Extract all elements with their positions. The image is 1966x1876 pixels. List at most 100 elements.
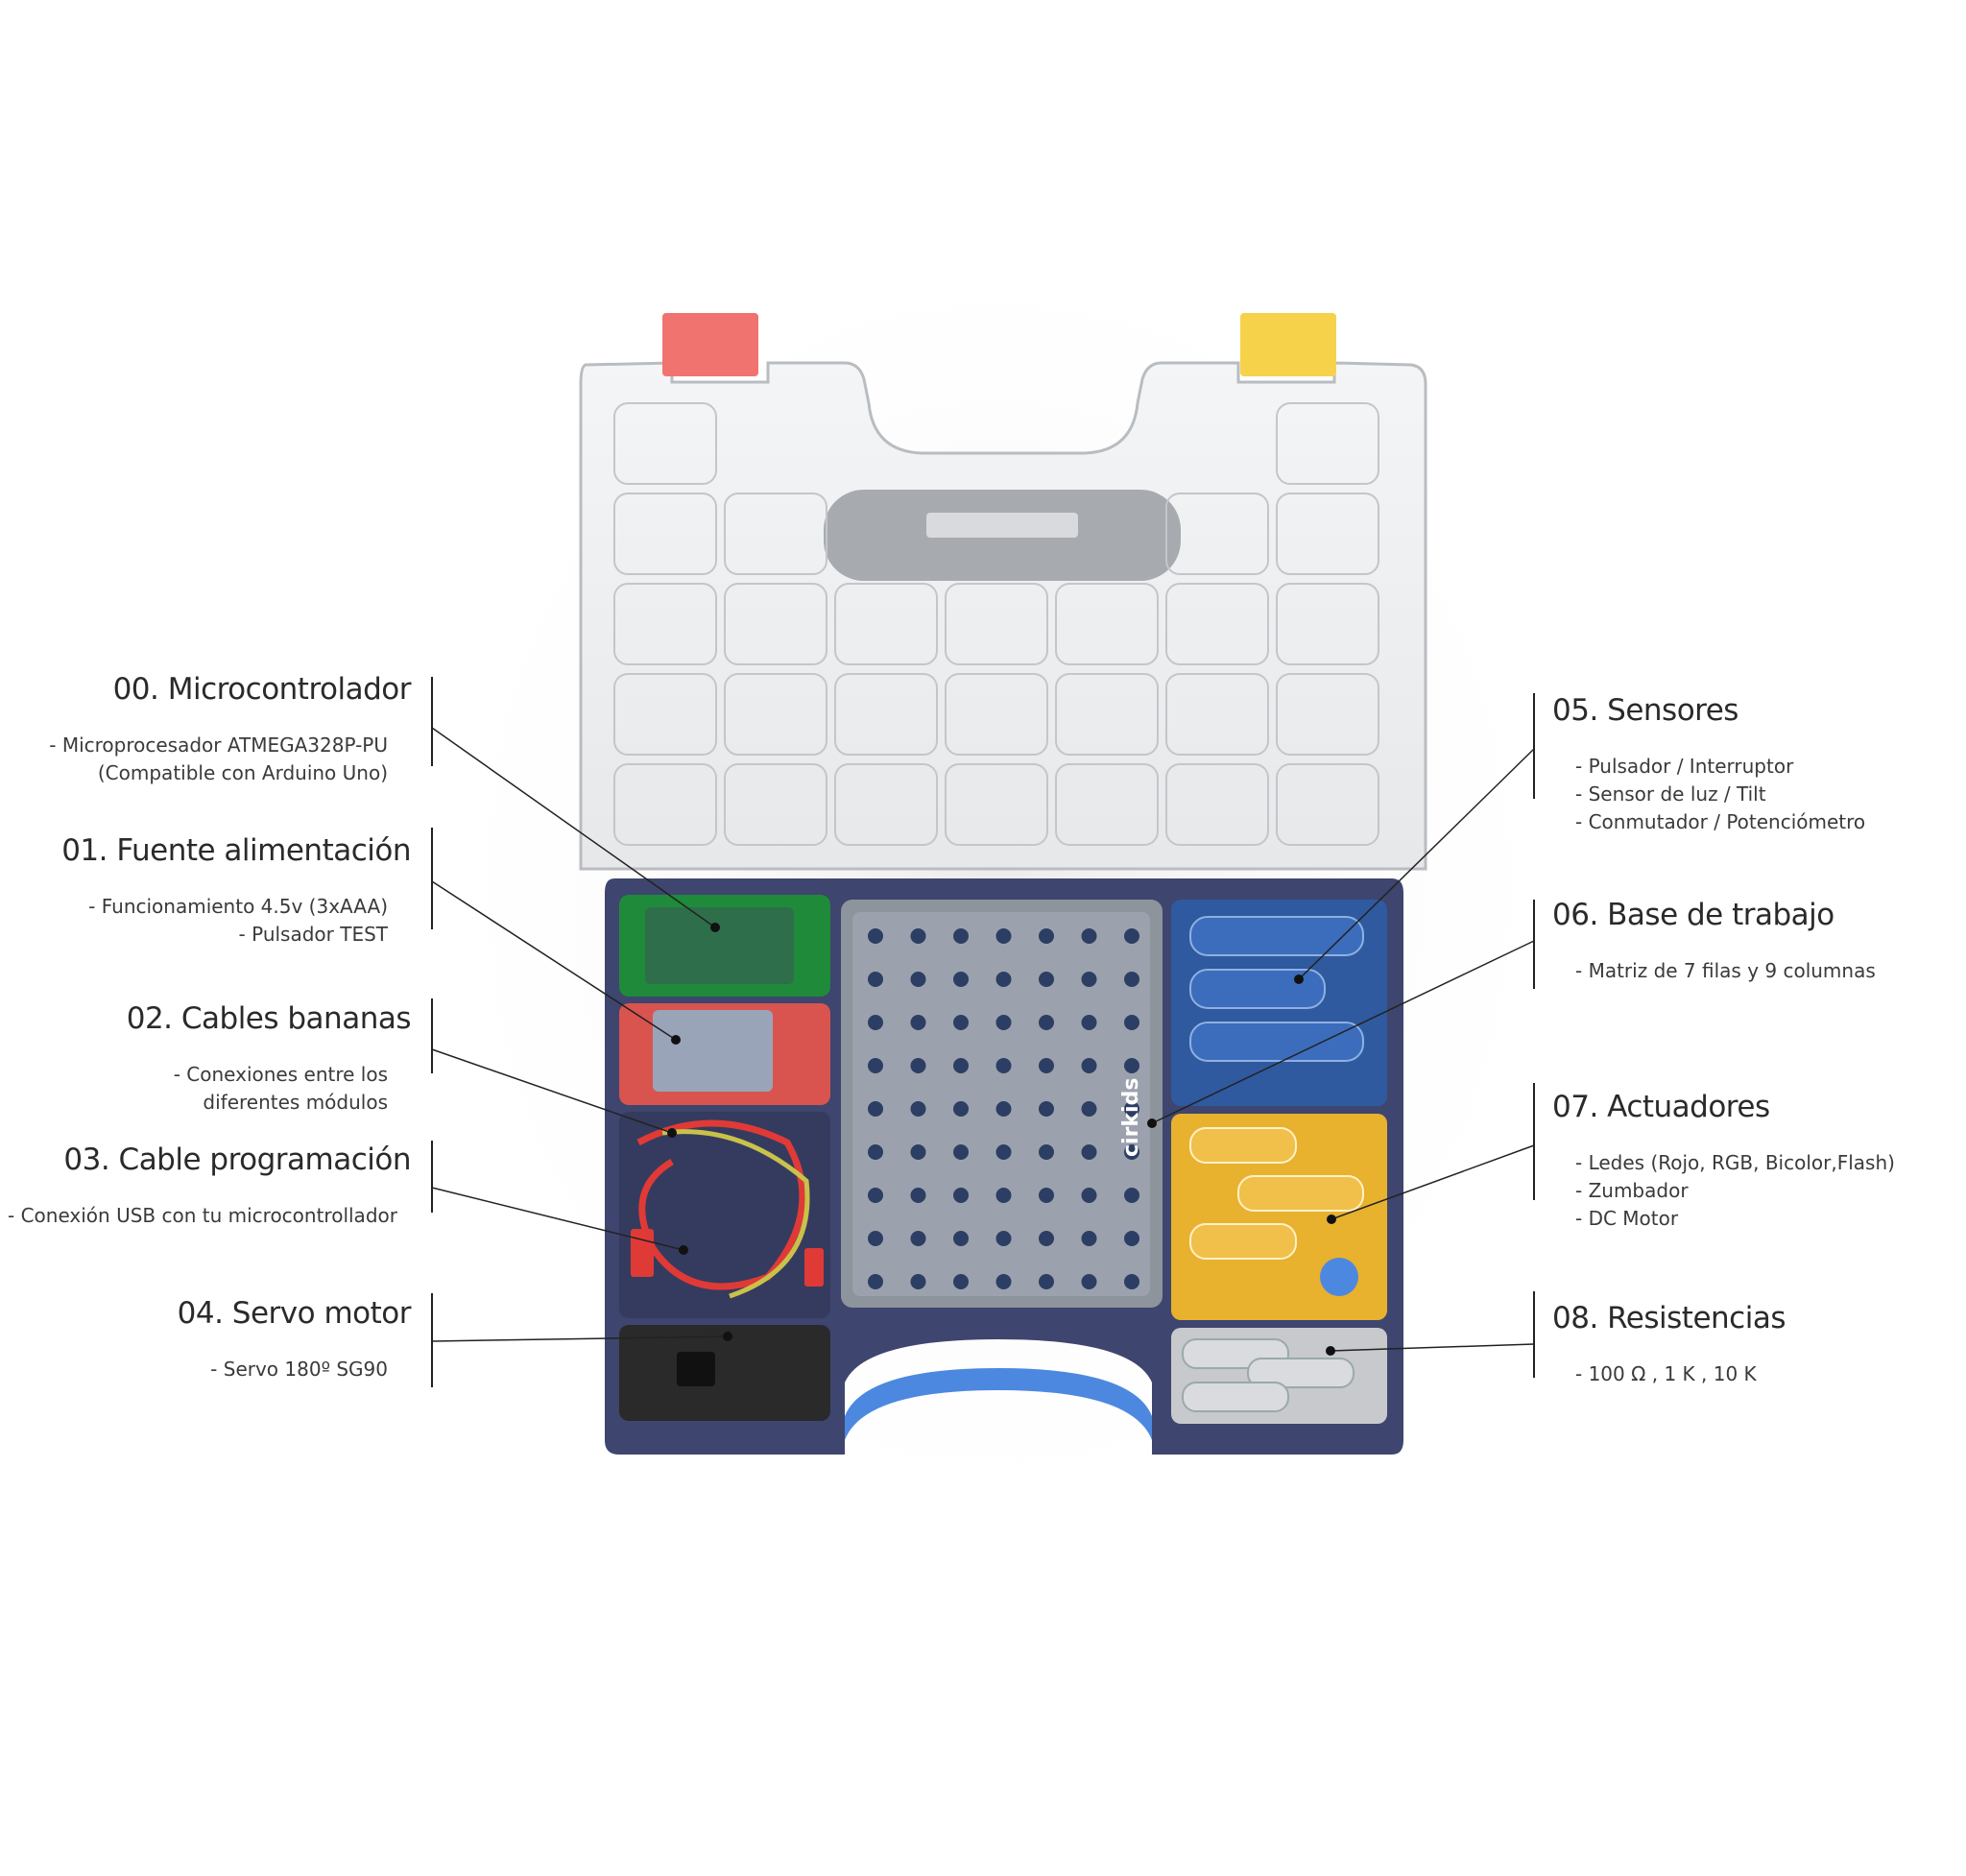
- lid-cell: [724, 583, 827, 665]
- board-hole: [1124, 1188, 1139, 1203]
- label-item: - Ledes (Rojo, RGB, Bicolor,Flash): [1575, 1151, 1895, 1174]
- leader-dots: [667, 923, 1336, 1356]
- lid-cell: [1276, 493, 1379, 575]
- board-hole: [953, 1101, 969, 1117]
- label-actuadores: 07. Actuadores - Ledes (Rojo, RGB, Bicol…: [1552, 1090, 1955, 1233]
- lid-cell: [945, 583, 1048, 665]
- board-hole: [868, 1144, 883, 1160]
- lid-cell: [1165, 763, 1269, 846]
- board-hole: [868, 1058, 883, 1073]
- label-item: - Conexión USB con tu microcontrollador: [8, 1204, 397, 1227]
- lid: [579, 313, 1427, 871]
- board-hole: [1039, 1058, 1054, 1073]
- case-base: cirkids: [605, 878, 1403, 1455]
- label-title: 00. Microcontrolador: [112, 672, 412, 707]
- label-item: - Servo 180º SG90: [210, 1358, 388, 1381]
- board-hole: [953, 1188, 969, 1203]
- label-cables-bananas: 02. Cables bananas - Conexiones entre lo…: [8, 1001, 412, 1117]
- lid-cell: [1276, 763, 1379, 846]
- board-hole: [1124, 1231, 1139, 1246]
- board-hole: [1124, 1274, 1139, 1289]
- label-item: - Sensor de luz / Tilt: [1575, 782, 1766, 806]
- label-item: - DC Motor: [1575, 1207, 1679, 1230]
- lid-cell: [945, 763, 1048, 846]
- lid-cell: [1165, 493, 1269, 575]
- board-hole: [1081, 1274, 1097, 1289]
- board-hole: [953, 1058, 969, 1073]
- lid-cell: [1055, 673, 1159, 756]
- lid-cell: [945, 673, 1048, 756]
- board-hole: [868, 1231, 883, 1246]
- board-brand: cirkids: [1119, 1078, 1143, 1157]
- board-hole: [868, 972, 883, 987]
- label-item: - Microprocesador ATMEGA328P-PU: [49, 734, 388, 757]
- board-hole: [1039, 1015, 1054, 1030]
- board-hole: [868, 928, 883, 944]
- board-hole: [1081, 1015, 1097, 1030]
- label-item: - Conexiones entre los: [173, 1063, 388, 1086]
- label-item: - Pulsador TEST: [238, 923, 388, 946]
- board-hole: [1039, 1144, 1054, 1160]
- handle: [845, 1368, 1152, 1440]
- board-hole: [1039, 1274, 1054, 1289]
- board-hole: [868, 1101, 883, 1117]
- label-item: - Zumbador: [1575, 1179, 1689, 1202]
- label-sensores: 05. Sensores - Pulsador / Interruptor - …: [1552, 693, 1955, 836]
- label-item: - 100 Ω , 1 K , 10 K: [1575, 1362, 1757, 1385]
- label-bars: [431, 677, 1535, 1387]
- board-hole: [910, 1015, 926, 1030]
- board-hole: [953, 1144, 969, 1160]
- lid-cell: [724, 493, 827, 575]
- label-item: - Pulsador / Interruptor: [1575, 755, 1794, 778]
- board-hole: [953, 1274, 969, 1289]
- lid-cell: [613, 493, 717, 575]
- board-hole: [1039, 1188, 1054, 1203]
- label-cable-programacion: 03. Cable programación - Conexión USB co…: [8, 1142, 412, 1230]
- board-hole: [868, 1188, 883, 1203]
- board-hole: [1039, 928, 1054, 944]
- board-hole: [995, 1144, 1012, 1160]
- label-title: 03. Cable programación: [63, 1142, 411, 1177]
- board-hole: [868, 1015, 883, 1030]
- lid-cell: [613, 583, 717, 665]
- label-title: 04. Servo motor: [177, 1296, 412, 1331]
- board-hole: [910, 1231, 926, 1246]
- board-hole: [1081, 1188, 1097, 1203]
- board-hole: [1124, 1144, 1139, 1160]
- lid-cell: [834, 583, 938, 665]
- board-hole: [995, 972, 1012, 987]
- board-hole: [1124, 972, 1139, 987]
- label-microcontrolador: 00. Microcontrolador - Microprocesador A…: [8, 672, 411, 787]
- lid-cell: [1276, 583, 1379, 665]
- board-hole: [995, 1101, 1012, 1117]
- leader-lines: [431, 727, 1535, 1352]
- lid-cell: [613, 673, 717, 756]
- board-hole: [1081, 928, 1097, 944]
- lid-cell: [724, 673, 827, 756]
- board-hole: [995, 928, 1012, 944]
- board-hole: [1124, 928, 1139, 944]
- label-item: - Conmutador / Potenciómetro: [1575, 810, 1866, 833]
- label-title: 08. Resistencias: [1552, 1301, 1786, 1335]
- bin-black: [619, 1325, 830, 1421]
- board-hole: [910, 1188, 926, 1203]
- label-title: 01. Fuente alimentación: [61, 833, 411, 868]
- board-hole: [910, 1274, 926, 1289]
- lid-cell: [1055, 583, 1159, 665]
- board-hole: [953, 1231, 969, 1246]
- label-base: 06. Base de trabajo - Matriz de 7 filas …: [1552, 898, 1955, 985]
- board-hole: [910, 928, 926, 944]
- board-hole: [953, 1015, 969, 1030]
- lid-cell: [834, 763, 938, 846]
- board-hole: [1081, 972, 1097, 987]
- label-title: 02. Cables bananas: [126, 1001, 412, 1036]
- lid-cell: [613, 402, 717, 485]
- lid-cell: [1276, 673, 1379, 756]
- board-hole: [910, 1058, 926, 1073]
- board-hole: [1081, 1144, 1097, 1160]
- board-hole: [995, 1231, 1012, 1246]
- board-hole: [1039, 1231, 1054, 1246]
- label-resistencias: 08. Resistencias - 100 Ω , 1 K , 10 K: [1552, 1301, 1955, 1388]
